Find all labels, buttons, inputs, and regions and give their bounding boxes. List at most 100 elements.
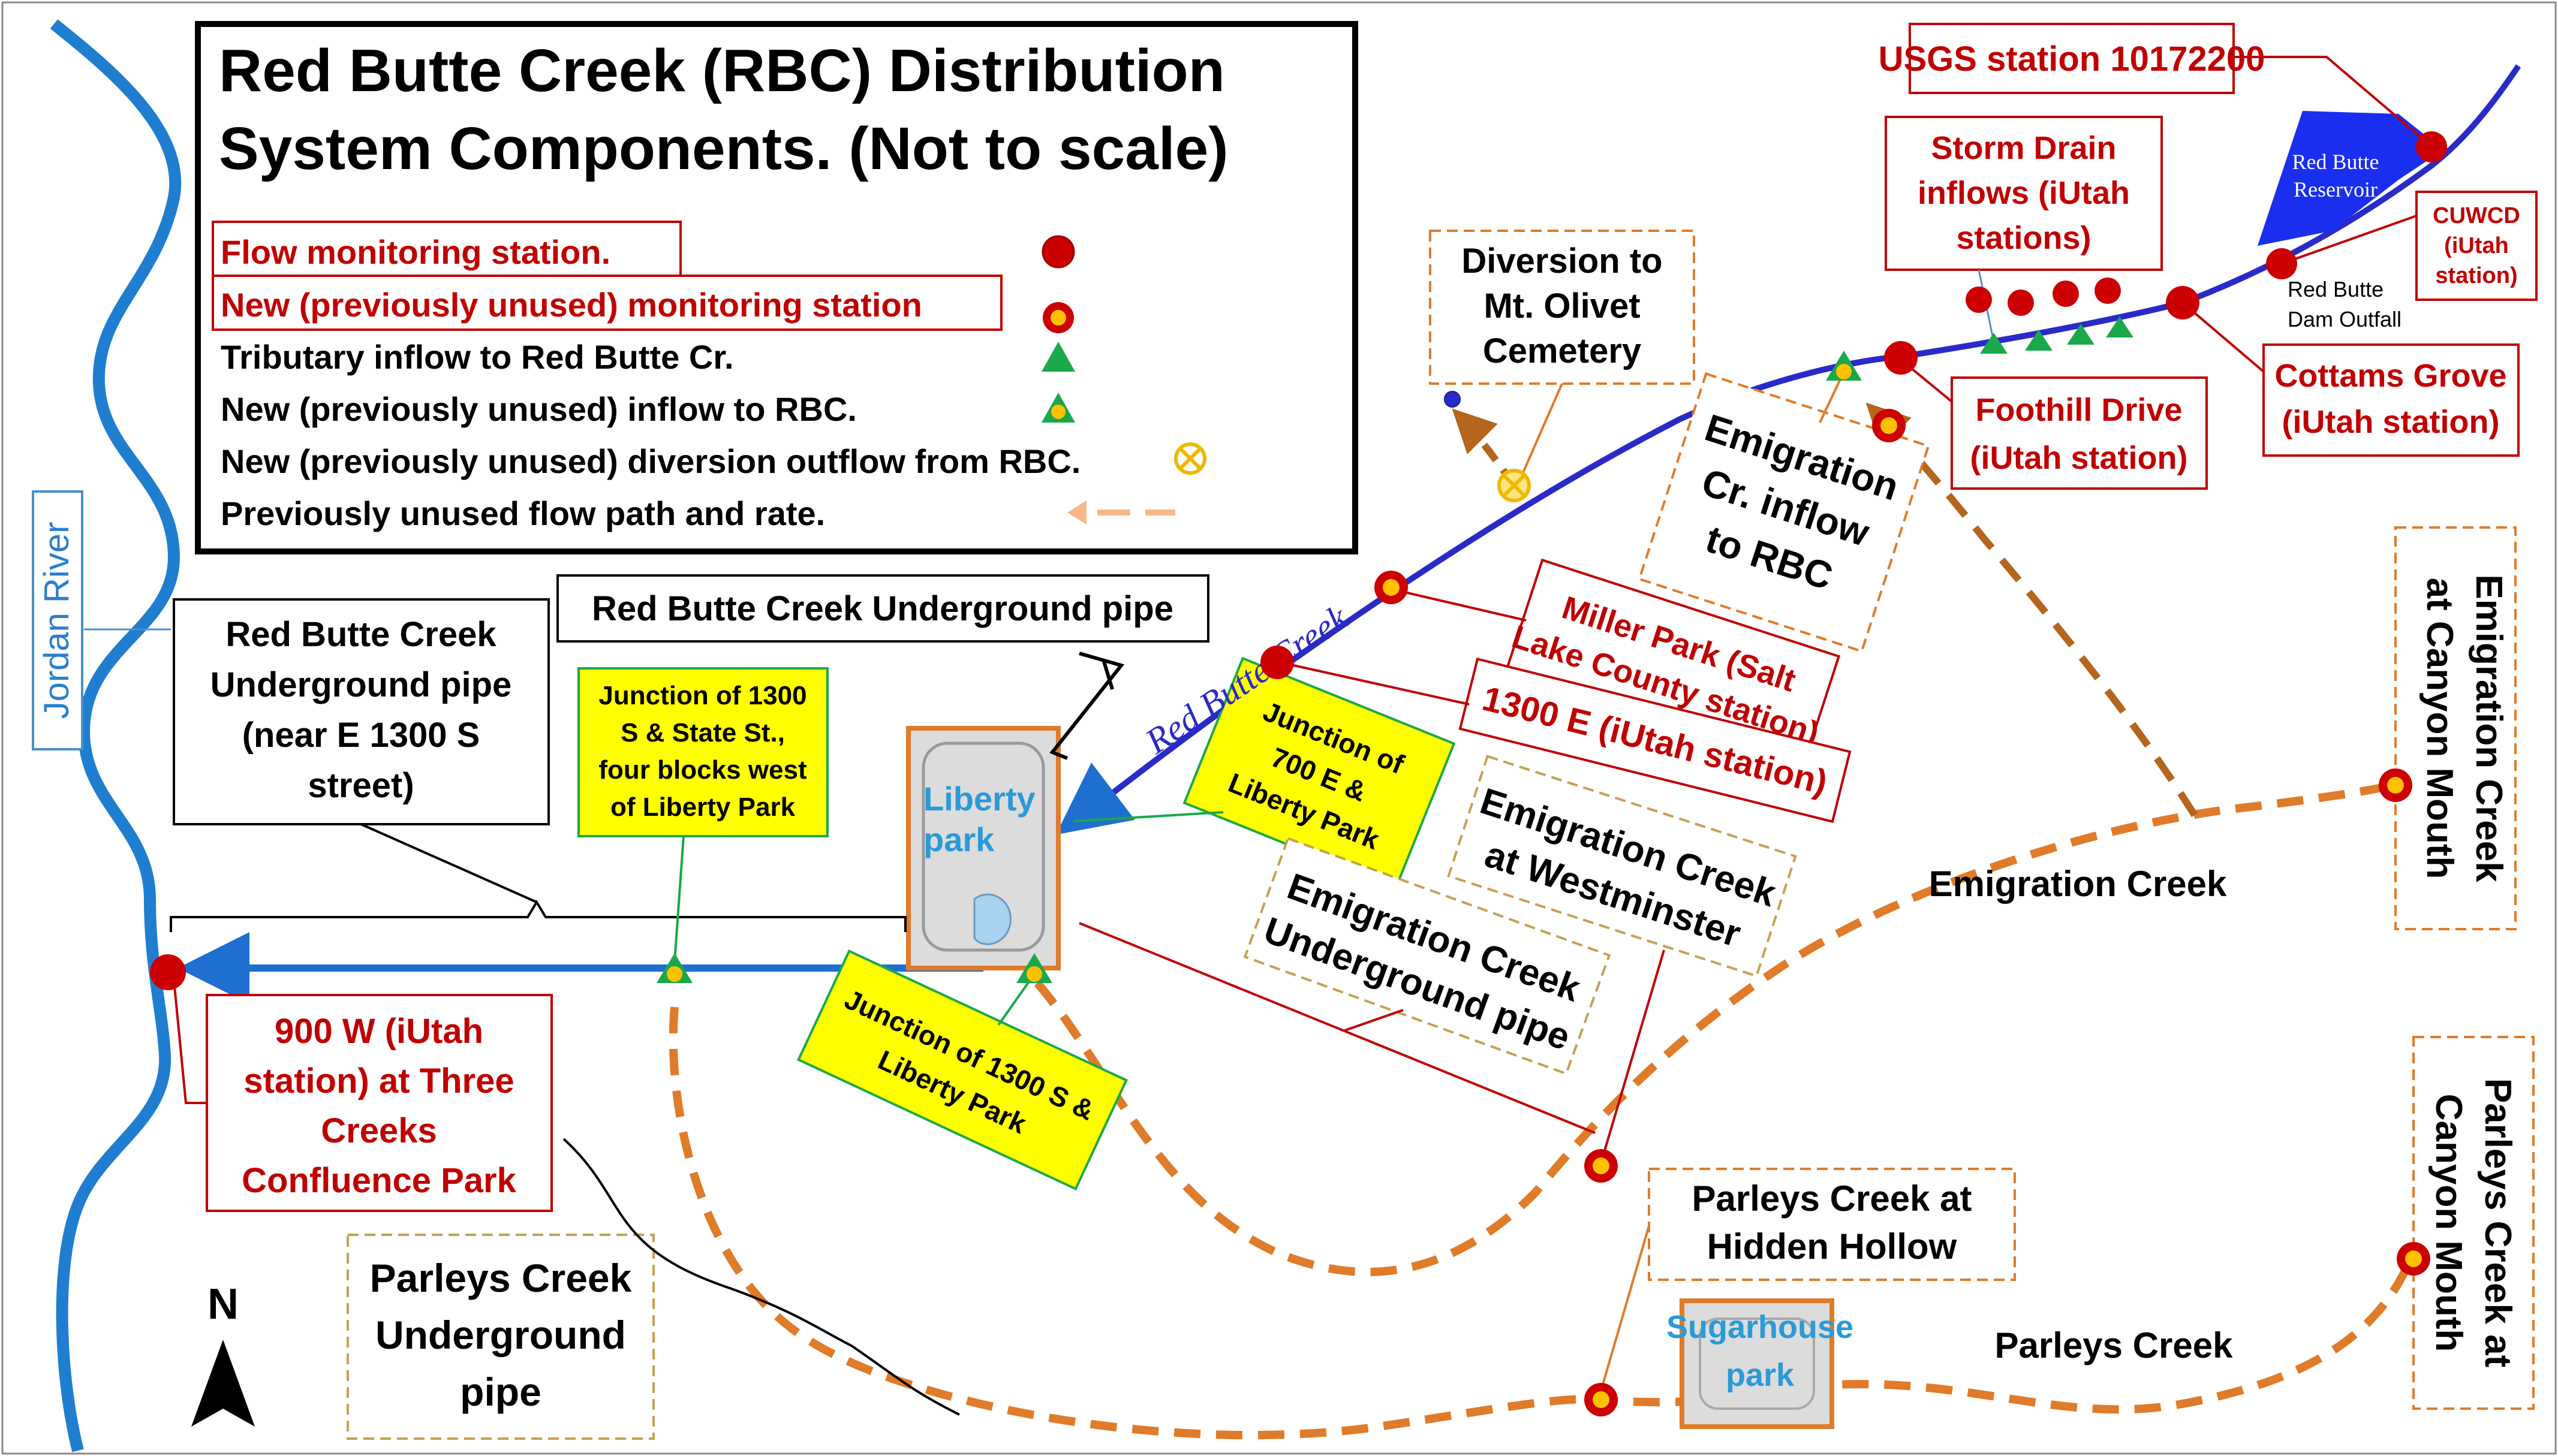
nine-hundred-w-station-dot — [150, 954, 186, 990]
foothill-line1: Foothill Drive — [1975, 392, 2182, 428]
storm-drain-station-3 — [2053, 281, 2079, 307]
parleys-hidden-line2: Hidden Hollow — [1707, 1226, 1957, 1267]
e1300-leader — [1280, 661, 1470, 706]
parleys-pipe-line2: Underground — [375, 1313, 626, 1357]
storm-drain-line2: inflows (iUtah — [1918, 175, 2130, 211]
junction-state-line3: four blocks west — [598, 755, 807, 785]
diversion-line2: Mt. Olivet — [1483, 287, 1640, 325]
storm-drain-inflow-1 — [1980, 333, 2008, 354]
diversion-line1: Diversion to — [1461, 242, 1662, 281]
parleys-hidden-line1: Parleys Creek at — [1692, 1178, 1972, 1219]
emig-westminster-leader — [1600, 949, 1665, 1163]
legend-item-new-station: New (previously unused) monitoring stati… — [221, 286, 922, 324]
parleys-pipe-line3: pipe — [460, 1370, 541, 1414]
reservoir-label-1: Red Butte — [2292, 150, 2379, 174]
junction-state-leader — [673, 836, 685, 963]
emig-canyon-line1: Emigration Creek — [2468, 574, 2509, 882]
usgs-box: USGS station 10172200 — [1879, 23, 2265, 94]
usgs-leader — [2234, 56, 2430, 145]
yellow-green-triangle-center — [1051, 405, 1066, 419]
rbc-pipe-near-line3: (near E 1300 S — [242, 716, 480, 755]
parleys-canyon-line2: Canyon Mouth — [2428, 1094, 2469, 1352]
red-butte-reservoir — [2258, 111, 2443, 246]
storm-drain-station-1 — [1966, 287, 1992, 313]
junction-state-line2: S & State St., — [621, 718, 785, 747]
e1300-station-dot — [1260, 646, 1294, 679]
usgs-station-dot — [2416, 131, 2447, 162]
parleys-hidden-leader — [1600, 1225, 1650, 1391]
cottams-line1: Cottams Grove — [2274, 358, 2506, 394]
parleys-pipe-line1: Parleys Creek — [370, 1256, 632, 1300]
emigration-inflow-new-station — [1872, 409, 1906, 442]
rbc-pipe-brace — [170, 823, 907, 932]
emig-westminster-new-station — [1584, 1149, 1618, 1183]
jordan-river-label: Jordan River — [37, 522, 76, 719]
legend: Red Butte Creek (RBC) Distribution Syste… — [195, 21, 1358, 554]
dam-outfall-line1: Red Butte — [2288, 277, 2384, 302]
parleys-canyon-line1: Parleys Creek at — [2477, 1078, 2518, 1368]
parleys-pipe-brace — [562, 1138, 960, 1416]
cottams-station-dot — [2166, 286, 2199, 319]
emigration-inflow-triangle — [1826, 351, 1862, 381]
liberty-park-label-2: park — [923, 821, 995, 858]
storm-drain-line1: Storm Drain — [1931, 130, 2116, 166]
liberty-park: Liberty park — [906, 726, 1061, 970]
parleys-pipe-box: Parleys Creek Underground pipe — [347, 1234, 655, 1440]
diversion-box: Diversion to Mt. Olivet Cemetery — [1429, 230, 1695, 385]
emig-canyon-new-station — [2379, 768, 2412, 802]
miller-park-leader — [1397, 589, 1527, 622]
emigration-inflow-box: Emigration Cr. inflow to RBC — [1638, 372, 1930, 653]
nine-hundred-w-leader — [173, 979, 207, 1104]
cuwcd-station-dot — [2266, 248, 2297, 279]
junction-state-line4: of Liberty Park — [610, 792, 796, 822]
emigration-creek-label: Emigration Creek — [1929, 864, 2227, 904]
rbc-pipe-near-line1: Red Butte Creek — [225, 615, 496, 654]
north-arrow-icon — [191, 1340, 255, 1427]
nine-hundred-w-box: 900 W (iUtah station) at Three Creeks Co… — [206, 994, 553, 1212]
rbc-pipe-box: Red Butte Creek Underground pipe — [556, 574, 1209, 643]
diversion-outflow-marker — [1497, 469, 1531, 502]
green-triangle-icon — [1042, 342, 1075, 372]
legend-title-1: Red Butte Creek (RBC) Distribution — [219, 37, 1225, 104]
storm-drain-station-4 — [2094, 278, 2121, 304]
dam-outfall-line2: Dam Outfall — [2288, 307, 2401, 331]
nine-hundred-w-line3: Creeks — [321, 1111, 437, 1150]
parleys-hidden-new-station — [1584, 1383, 1618, 1416]
storm-drain-station-2 — [2008, 290, 2034, 316]
diversion-circle-icon — [1174, 442, 1206, 475]
jordan-river-label-group: Jordan River — [32, 490, 171, 750]
north-label: N — [207, 1280, 239, 1328]
reservoir-label-2: Reservoir — [2294, 177, 2378, 201]
legend-item-tributary: Tributary inflow to Red Butte Cr. — [221, 338, 734, 376]
nine-hundred-w-line1: 900 W (iUtah — [275, 1012, 483, 1051]
junction-700e-box: Junction of 700 E & Liberty Park — [1182, 656, 1456, 890]
junction-state-line1: Junction of 1300 — [598, 681, 806, 710]
junction-1300s-box: Junction of 1300 S & Liberty Park — [796, 949, 1128, 1191]
miller-park-new-station — [1374, 571, 1408, 604]
sugarhouse-label-1: Sugarhouse — [1666, 1309, 1853, 1345]
cuwcd-line1: CUWCD — [2433, 203, 2520, 228]
foothill-line2: (iUtah station) — [1970, 440, 2188, 476]
cuwcd-leader — [2281, 215, 2417, 265]
usgs-label: USGS station 10172200 — [1879, 40, 2265, 79]
cuwcd-line3: station) — [2435, 263, 2517, 288]
junction-state-box: Junction of 1300 S & State St., four blo… — [577, 667, 829, 837]
diversion-line3: Cemetery — [1483, 331, 1641, 370]
cottams-leader — [2181, 302, 2265, 373]
rbc-pipe-near-box: Red Butte Creek Underground pipe (near E… — [173, 598, 550, 825]
cottams-box: Cottams Grove (iUtah station) — [2262, 343, 2520, 457]
sugarhouse-label-2: park — [1726, 1357, 1795, 1393]
junction-state-triangle — [657, 953, 693, 983]
cottams-line2: (iUtah station) — [2282, 404, 2500, 440]
emig-canyon-line2: at Canyon Mouth — [2419, 578, 2460, 879]
rbc-pipe-label: Red Butte Creek Underground pipe — [592, 589, 1173, 628]
sugarhouse-park: Sugarhouse park — [1666, 1298, 1853, 1429]
cuwcd-box: CUWCD (iUtah station) — [2415, 191, 2538, 301]
nine-hundred-w-line2: station) at Three — [243, 1062, 514, 1101]
legend-item-flow-path: Previously unused flow path and rate. — [221, 495, 825, 532]
rbc-pipe-near-line2: Underground pipe — [210, 665, 512, 704]
foothill-box: Foothill Drive (iUtah station) — [1951, 376, 2208, 490]
legend-item-new-inflow: New (previously unused) inflow to RBC. — [221, 390, 857, 428]
